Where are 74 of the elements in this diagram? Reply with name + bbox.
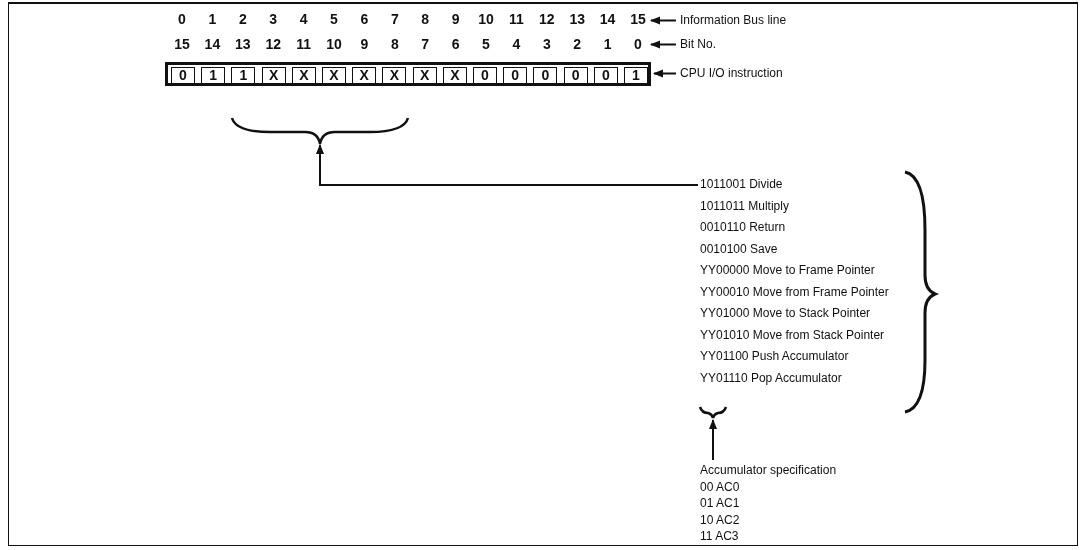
instruction-item: 0010110 Return [700,219,787,236]
instruction-item: YY01010 Move from Stack Pointer [700,326,886,344]
bus-line-number: 6 [359,10,370,28]
bit-number: 4 [511,35,522,53]
brace [230,117,410,146]
bit-number: 1 [602,35,613,53]
bit-field: 0 [533,67,558,84]
instruction-item: YY00000 Move to Frame Pointer [700,262,876,279]
instruction-item: 1011011 Multiply [700,197,790,215]
bus-line-number: 0 [177,10,187,28]
arrow [650,40,677,49]
bus-line-number: 1 [207,10,218,28]
accumulator-item: 10 AC2 [700,511,741,528]
bit-number: 13 [234,35,252,53]
instruction-item: YY01110 Pop Accumulator [700,369,843,387]
bus-line-number: 15 [629,10,647,28]
bit-number: 11 [295,35,312,53]
bus-line-number: 13 [568,10,586,28]
arrow [709,419,717,461]
row-label: CPU I/O instruction [680,66,783,81]
bus-line-number: 5 [329,10,339,28]
bit-field: 0 [563,67,588,84]
bus-line-number: 11 [508,10,525,28]
bit-field: 1 [624,67,648,84]
bus-line-number: 7 [389,10,400,28]
bus-line-number: 4 [298,10,309,28]
bit-field: 0 [593,67,618,84]
bit-number: 10 [325,35,343,53]
bit-field: X [412,67,437,84]
bit-field: X [382,67,407,84]
bit-field: X [322,67,346,84]
bus-line-number: 12 [538,10,556,28]
bit-field: 0 [503,67,528,84]
accumulator-item: 11 AC3 [700,528,740,545]
bus-line-number: 9 [450,10,461,28]
bit-field: X [261,67,286,84]
row-label: Bit No. [680,37,716,52]
arrow [653,69,677,78]
brace [698,406,728,420]
bit-field: X [291,67,316,84]
bit-number: 2 [572,35,583,53]
bit-field: 0 [171,67,195,84]
bit-number: 0 [633,35,643,53]
row-label: Information Bus line [680,13,787,28]
bus-line-number: 8 [420,10,431,28]
bit-number: 6 [450,35,461,53]
bus-line-number: 3 [268,10,279,28]
bit-field: X [442,67,467,84]
bit-number: 7 [420,35,431,53]
bit-number: 12 [264,35,282,53]
bus-line-number: 2 [237,10,248,28]
bit-field: 1 [231,67,256,84]
bit-field: X [352,67,377,84]
instruction-item: 1011001 Divide [700,176,784,193]
bit-number: 8 [389,35,400,53]
bit-field: 0 [473,67,497,84]
bit-number: 5 [481,35,491,53]
arrow [650,16,677,25]
bit-number: 15 [173,35,191,53]
bit-number: 3 [541,35,552,53]
instruction-item: YY01000 Move to Stack Pointer [700,305,872,322]
bit-number: 9 [359,35,370,53]
accumulator-item: 01 AC1 [700,495,741,512]
register-box [165,62,651,86]
instruction-item: 0010100 Save [700,240,779,258]
arrow [316,144,699,186]
bit-field: 1 [201,67,226,84]
bit-number: 14 [203,35,222,53]
bus-line-number: 10 [477,10,495,28]
instruction-item: YY01100 Push Accumulator [700,348,850,365]
accumulator-item: Accumulator specification [700,462,837,479]
instruction-item: YY00010 Move from Frame Pointer [700,283,889,301]
accumulator-item: 00 AC0 [700,478,741,495]
bus-line-number: 14 [598,10,617,28]
